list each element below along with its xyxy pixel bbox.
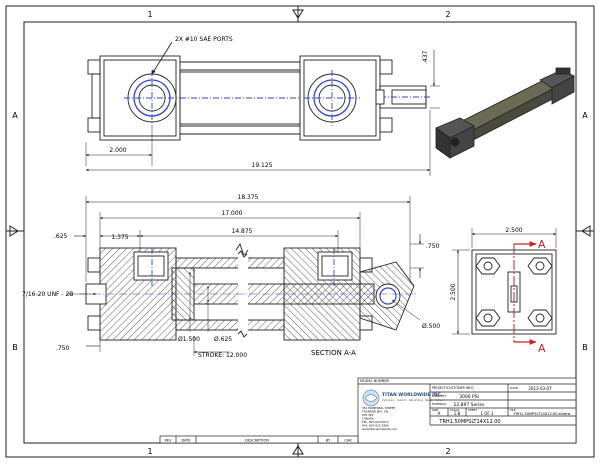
rev-col-by: BY [326, 439, 331, 443]
dim-overall-section: 18.375 [238, 194, 259, 201]
tb-sheet-label: SHEET [468, 408, 477, 412]
tb-material-label: MATERIAL [432, 402, 447, 406]
rev-col-description: DESCRIPTION [245, 439, 269, 443]
zone-row-b-right: B [582, 343, 588, 352]
tb-project-label: PROJECT/CUSTOMER INFO [432, 386, 474, 390]
tb-sheet: 1 OF 1 [480, 411, 494, 416]
zone-col-1-bottom: 1 [147, 447, 152, 456]
zone-col-2-bottom: 2 [445, 447, 450, 456]
zone-row-b-left: B [12, 343, 18, 352]
title-block [357, 377, 577, 444]
center-mark-left [9, 225, 19, 237]
tb-file: TRH1.50MPSLT14X12.00.slddrw [513, 412, 571, 416]
dim-port-offset: 2.000 [109, 147, 126, 154]
end-dim-height: 2.500 [450, 283, 457, 300]
dim-tube: 14.875 [232, 228, 253, 235]
dim-left-offset: .625 [54, 233, 68, 240]
tb-material: 12.897 Series [453, 402, 485, 408]
zone-col-2-top: 2 [445, 10, 450, 19]
tb-address-2: P7E 3P3 [362, 413, 374, 417]
tb-model-number: TRH1.50MPSLT14X12.00 [438, 419, 500, 425]
dim-height: .437 [422, 50, 429, 64]
dim-body: 17.000 [222, 210, 243, 217]
tb-file-label: FILE [510, 408, 516, 412]
tb-company: TITAN WORLDWIDE INC. [382, 392, 443, 398]
end-view [452, 228, 557, 345]
tb-date: 2013-03-07 [528, 386, 552, 391]
tb-size-label: SIZE [432, 408, 439, 412]
center-mark-top [292, 9, 304, 19]
center-mark-bottom [292, 445, 304, 455]
section-label: SECTION A-A [311, 349, 356, 357]
tb-scale-label: SCALE [450, 408, 459, 412]
tb-date-label: DATE [510, 386, 518, 390]
dim-bore: Ø1.500 [178, 336, 200, 343]
tb-scale: 1:8 [454, 411, 461, 416]
tb-address-6: www.titanworldwide.com [362, 427, 397, 431]
tb-address-5: FAX: 807-622-2995 [362, 424, 389, 428]
zone-row-a-right: A [582, 111, 588, 120]
section-letter-top: A [538, 238, 546, 251]
end-dim-width: 2.500 [505, 227, 522, 234]
tb-size: A [438, 411, 441, 416]
dim-bottom-left: .750 [56, 345, 70, 352]
rev-col-rev: REV [164, 439, 172, 443]
tb-address-1: THUNDER BAY, ON [361, 410, 388, 414]
tb-address-0: 351 MONTREAL STREET [362, 406, 396, 410]
section-letter-bottom: A [538, 342, 546, 355]
zone-col-1-top: 1 [147, 10, 152, 19]
tb-tagline: Cylinders · Custom · Rebuilding · Repair… [382, 398, 443, 402]
rev-col-chk: CHK [344, 439, 352, 443]
dim-right: .750 [426, 243, 440, 250]
dim-thread: 7/16-20 UNF - 2B [22, 291, 73, 298]
dim-stroke: STROKE: 12.000 [198, 352, 247, 359]
dim-pin: Ø.500 [422, 323, 440, 330]
tb-capacity: 3000 PSI [459, 394, 479, 400]
tb-address-4: TEL: 807-623-0037 [361, 420, 389, 424]
dim-rod: Ø.625 [214, 336, 232, 343]
tb-model-number-label: MODEL NUMBER [360, 379, 390, 383]
section-view [66, 196, 424, 356]
revision-block [159, 435, 359, 444]
isometric-view [435, 67, 575, 159]
tb-capacity-label: CAPACITY [432, 394, 447, 398]
dim-overall-top: 19.125 [252, 162, 273, 169]
dim-head: 1.375 [111, 234, 128, 241]
rev-col-date: DATE [181, 439, 190, 443]
center-mark-right [581, 225, 591, 237]
top-view [85, 41, 440, 176]
tb-address-3: CANADA [362, 417, 374, 421]
zone-row-a-left: A [12, 111, 18, 120]
ports-note: 2X #10 SAE PORTS [175, 36, 233, 43]
